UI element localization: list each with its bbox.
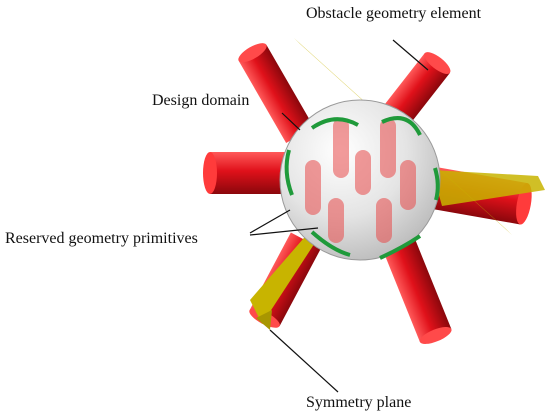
leader-lines xyxy=(249,39,429,393)
leader-obstacle xyxy=(392,39,429,71)
reserved-primitives-label: Reserved geometry primitives xyxy=(5,230,198,247)
symmetry-plane-label: Symmetry plane xyxy=(306,394,412,411)
design-domain-label: Design domain xyxy=(152,92,250,109)
leader-design-domain xyxy=(281,112,301,131)
obstacle-cylinder-upper-left xyxy=(238,43,314,143)
leader-reserved-1 xyxy=(249,209,291,234)
obstacle-geometry-label: Obstacle geometry element xyxy=(306,5,482,22)
reserved-geometry-primitives xyxy=(284,116,440,260)
obstacle-cylinder-lower-right xyxy=(383,238,452,344)
leader-reserved-2 xyxy=(249,227,319,236)
design-domain-sphere xyxy=(279,99,441,261)
obstacle-cylinder-left xyxy=(203,152,290,194)
leader-symmetry xyxy=(269,329,339,393)
